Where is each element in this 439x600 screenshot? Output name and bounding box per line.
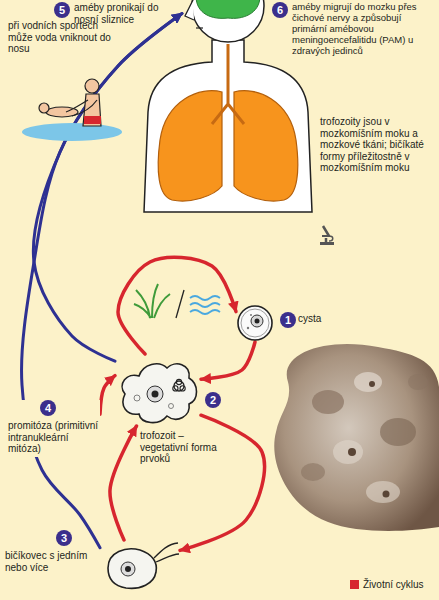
cyst-figure <box>236 304 274 342</box>
micrograph <box>301 463 325 481</box>
legend-entry: Životní cyklus <box>350 579 424 591</box>
life-cycle-arrow <box>118 257 236 354</box>
swimmer <box>39 103 49 113</box>
human-figure <box>144 0 312 212</box>
infection-arrow <box>33 14 182 362</box>
callout-number: 4 <box>40 400 56 416</box>
flagellate-figure <box>154 543 179 562</box>
micrograph <box>312 390 344 414</box>
trophozoite-figure <box>176 379 181 384</box>
trachea <box>212 44 244 124</box>
slash <box>176 290 184 318</box>
water-sports-note: při vodních sportech může voda vniknout … <box>8 20 116 55</box>
nose <box>185 0 194 20</box>
brain <box>196 0 260 18</box>
cyst-figure <box>255 319 260 324</box>
microscope-icon <box>320 226 334 245</box>
micrograph <box>383 491 390 498</box>
stage-description: cysta <box>298 313 358 325</box>
legend-text: Životní cyklus <box>363 579 424 591</box>
plant <box>134 284 170 318</box>
callout-number: 3 <box>56 530 72 546</box>
micrograph <box>348 448 356 456</box>
trophozoite-figure <box>152 391 159 398</box>
trophozoite-figure <box>180 386 185 391</box>
environment-icon <box>134 284 220 318</box>
micrograph <box>380 418 416 446</box>
mouth <box>196 27 203 28</box>
life-cycle-arrow <box>110 426 137 540</box>
torso <box>144 40 312 212</box>
microscope-icon <box>322 235 330 237</box>
trophozoite-figure <box>115 354 201 426</box>
trophozoite-location-note: trofozoity jsou v mozkomíšním moku a moz… <box>320 116 434 174</box>
callout-number: 6 <box>272 2 288 18</box>
brain-migration-note: 6améby migrují do mozku přes čichové ner… <box>272 2 430 57</box>
micrograph <box>274 344 439 531</box>
micrograph <box>408 374 428 390</box>
cyst-figure <box>251 315 263 327</box>
trophozoite-figure <box>173 386 178 391</box>
micrograph <box>354 372 382 392</box>
callout-number: 5 <box>54 2 70 18</box>
callout-number: 2 <box>205 392 221 408</box>
flagellate-stage: 3bičíkovec s jedním nebo více <box>100 540 180 592</box>
swimmer <box>84 116 101 124</box>
troph-illustration <box>115 354 201 426</box>
trophozoite-figure <box>147 386 163 402</box>
promitosis-note: 4 promitóza (primitivní intranukleární mi… <box>8 400 100 457</box>
life-cycle-arrow <box>201 342 255 379</box>
swimmer <box>85 79 99 93</box>
stage-description: promitóza (primitivní intranukleární mit… <box>8 420 100 455</box>
flagellate-figure <box>125 566 131 572</box>
cyst-stage: 1cysta <box>236 304 274 342</box>
head <box>192 0 264 42</box>
flagellate-figure <box>121 562 135 576</box>
micrograph <box>369 381 375 387</box>
cyst-figure <box>241 309 269 337</box>
left-lung <box>158 91 222 201</box>
trophozoite-figure <box>122 364 196 423</box>
micrograph <box>274 344 439 531</box>
cyst-illustration <box>236 304 274 342</box>
flagellate-figure <box>100 540 180 592</box>
water <box>190 296 220 314</box>
flag-illustration <box>100 540 180 592</box>
stage-description: bičíkovec s jedním nebo více <box>5 550 93 573</box>
stage-description: trofozoit – vegetativní forma prvoků <box>140 430 232 465</box>
trophozoite-figure <box>169 404 174 409</box>
flagellate-figure <box>108 549 156 589</box>
microscope-icon <box>323 226 329 242</box>
swimmer <box>22 123 122 141</box>
stage-description: améby migrují do mozku přes čichové nerv… <box>292 2 430 57</box>
life-cycle-arrow <box>180 415 264 550</box>
cyst-figure <box>238 306 272 340</box>
life-cycle-arrow <box>100 376 115 415</box>
cyst-figure <box>247 327 249 329</box>
right-lung <box>234 91 298 201</box>
swimmer <box>66 100 97 116</box>
microscope-icon <box>320 242 334 245</box>
swimmer <box>22 79 122 141</box>
cyst-figure <box>250 314 252 316</box>
trophozoite-figure <box>134 395 140 401</box>
trophozoite-figure <box>173 379 185 391</box>
micrograph <box>366 481 400 503</box>
micrograph <box>333 440 363 464</box>
callout-number: 1 <box>280 312 296 328</box>
infection-arrow <box>22 14 182 548</box>
trophozoite-stage: 2trofozoit – vegetativní forma prvoků <box>115 354 201 426</box>
legend-swatch <box>350 580 359 589</box>
